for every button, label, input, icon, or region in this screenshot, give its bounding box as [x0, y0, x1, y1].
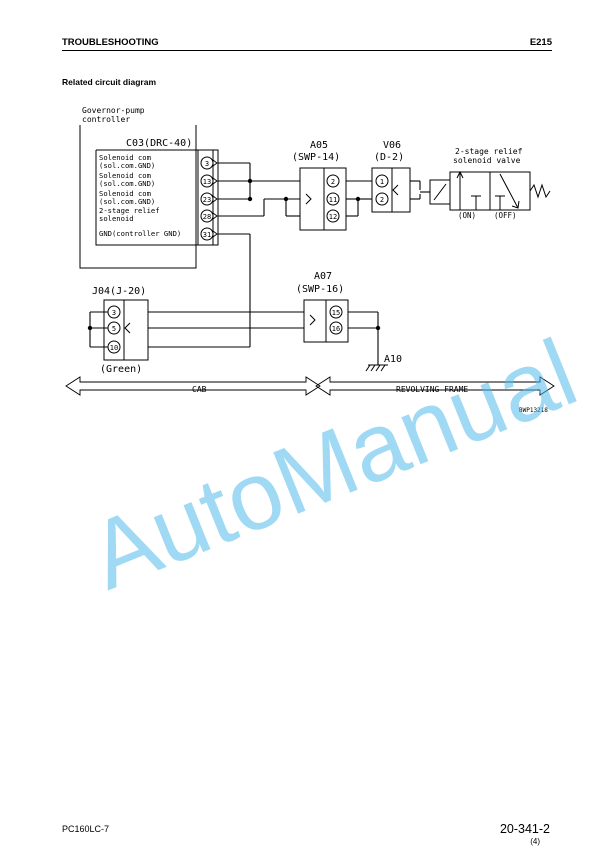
- j04-pin-num-3: 3: [112, 309, 116, 317]
- a05-name: A05: [310, 140, 328, 151]
- c03-chevrons: [212, 159, 218, 238]
- a05-pin-num-2: 2: [331, 178, 335, 186]
- c03-label: C03(DRC-40): [126, 138, 192, 149]
- a05-pins: [326, 174, 340, 223]
- c03-pin-numbers: 3 13 23 28 31: [203, 160, 211, 239]
- junction-dots: [87, 178, 381, 331]
- a10-label: A10: [384, 354, 402, 365]
- c03-pin1-label1: Solenoid com: [99, 153, 151, 162]
- valve-label-1: 2-stage relief: [455, 147, 523, 156]
- wiring: [89, 162, 430, 365]
- j04-pin-num-5: 5: [112, 325, 116, 333]
- zone-cab-label: CAB: [192, 385, 207, 394]
- c03-pin-labels: Solenoid com (sol.com.GND) Solenoid com …: [99, 153, 181, 238]
- v06-name: V06: [383, 140, 401, 151]
- c03-pin-num-31: 31: [203, 231, 211, 239]
- a07-connector: [303, 299, 349, 343]
- a05-pin-numbers: 2 11 12: [329, 178, 337, 221]
- valve-label-2: solenoid valve: [453, 156, 521, 165]
- figure-code: BWP13218: [519, 407, 548, 414]
- j04-pin-num-10: 10: [110, 344, 118, 352]
- a07-name: A07: [314, 271, 332, 282]
- c03-pin-num-28: 28: [203, 213, 211, 221]
- solenoid-valve-symbol: [429, 170, 551, 211]
- c03-pin-num-3: 3: [205, 160, 209, 168]
- controller-title-1: Governor-pump: [82, 106, 145, 115]
- c03-pins: [200, 156, 214, 241]
- j04-label: J04(J-20): [92, 286, 146, 297]
- a07-pin-num-16: 16: [332, 325, 340, 333]
- a05-type: (SWP-14): [292, 152, 340, 163]
- c03-pin4-label1: 2-stage relief: [99, 206, 160, 215]
- a07-pin-num-15: 15: [332, 309, 340, 317]
- c03-pin-num-13: 13: [203, 178, 211, 186]
- a05-connector: [299, 167, 347, 231]
- footer-model: PC160LC-7: [62, 824, 110, 834]
- c03-pin2-label1: Solenoid com: [99, 171, 151, 180]
- a05-pin-num-11: 11: [329, 196, 337, 204]
- c03-pin-num-23: 23: [203, 196, 211, 204]
- zone-revolving-frame-label: REVOLVING FRAME: [396, 385, 468, 394]
- footer-revision: (4): [530, 837, 540, 846]
- valve-on-label: (ON): [458, 211, 476, 220]
- c03-pin3-label1: Solenoid com: [99, 189, 151, 198]
- a07-pins: [329, 305, 343, 335]
- j04-connector: [103, 299, 149, 361]
- ground-symbol: [365, 364, 388, 372]
- controller-title-2: controller: [82, 115, 130, 124]
- header-rule: [62, 50, 552, 51]
- v06-pins: [375, 174, 389, 206]
- c03-pin1-label2: (sol.com.GND): [99, 161, 155, 170]
- valve-off-label: (OFF): [494, 211, 517, 220]
- v06-pin-num-1: 1: [380, 178, 384, 186]
- a07-pin-numbers: 15 16: [332, 309, 340, 333]
- v06-pin-num-2: 2: [380, 196, 384, 204]
- c03-pin3-label2: (sol.com.GND): [99, 197, 155, 206]
- v06-pin-numbers: 1 2: [380, 178, 384, 204]
- c03-pin2-label2: (sol.com.GND): [99, 179, 155, 188]
- header-section-title: TROUBLESHOOTING: [62, 37, 159, 48]
- v06-type: (D-2): [374, 152, 404, 163]
- section-title: Related circuit diagram: [62, 77, 157, 87]
- a05-pin-num-12: 12: [329, 213, 337, 221]
- header-code: E215: [529, 37, 552, 48]
- j04-pins: [107, 305, 121, 354]
- controller-box: [79, 125, 197, 269]
- v06-connector: [371, 167, 411, 213]
- j04-color-label: (Green): [100, 364, 142, 375]
- c03-pin5-label1: GND(controller GND): [99, 229, 181, 238]
- a07-type: (SWP-16): [296, 284, 344, 295]
- c03-pin4-label2: solenoid: [99, 214, 134, 223]
- footer-page-number: 20-341-2: [499, 822, 550, 836]
- zone-arrows: [65, 376, 555, 396]
- j04-pin-numbers: 3 5 10: [110, 309, 118, 352]
